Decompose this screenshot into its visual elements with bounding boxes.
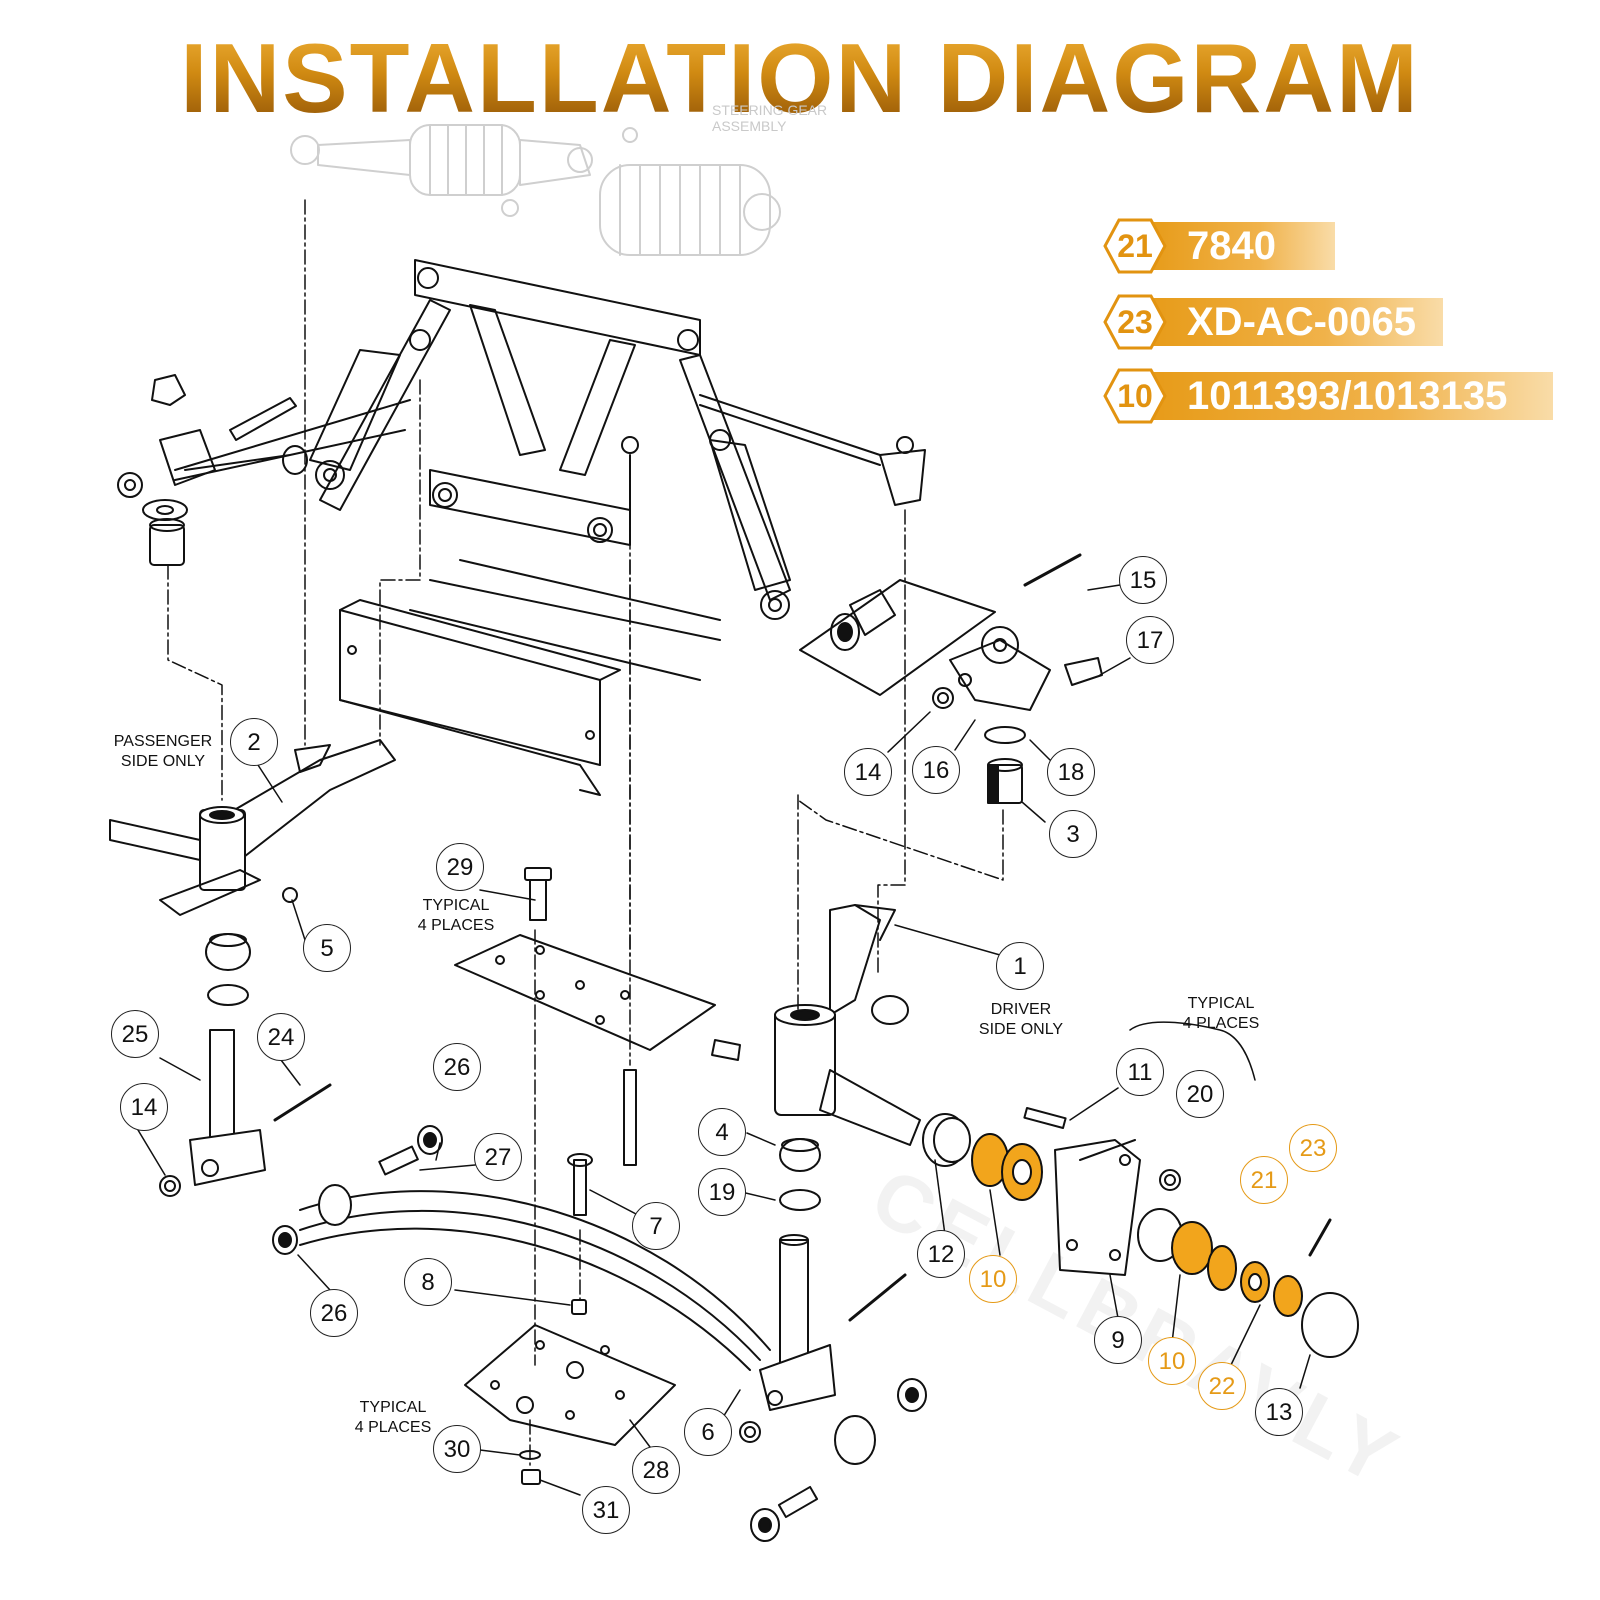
callout-23: 23: [1289, 1124, 1337, 1172]
hexagon-icon: [1103, 294, 1167, 350]
front-frame: [309, 259, 926, 796]
callout-3: 3: [1049, 810, 1097, 858]
left-lower-spindle: [159, 1029, 332, 1197]
callout-20: 20: [1176, 1070, 1224, 1118]
callout-26: 26: [310, 1289, 358, 1337]
callout-21: 21: [1240, 1156, 1288, 1204]
legend-code: 10: [1117, 378, 1153, 414]
highlighted-parts: [971, 1133, 1332, 1317]
callout-14: 14: [120, 1083, 168, 1131]
legend-part-number: XD-AC-0065: [1187, 300, 1416, 344]
typical-note: TYPICAL 4 PLACES: [354, 1399, 432, 1436]
page-title: INSTALLATION DIAGRAM: [0, 22, 1600, 135]
passenger-side-note: PASSENGER SIDE ONLY: [113, 733, 213, 770]
callout-25: 25: [111, 1010, 159, 1058]
callout-4: 4: [698, 1108, 746, 1156]
callout-13: 13: [1255, 1388, 1303, 1436]
driver-side-note: DRIVER SIDE ONLY: [978, 1001, 1064, 1038]
callout-16: 16: [912, 746, 960, 794]
callout-5: 5: [303, 924, 351, 972]
legend-item-21: 21 7840: [1103, 218, 1335, 274]
callout-1: 1: [996, 942, 1044, 990]
legend-part-number: 7840: [1187, 224, 1276, 268]
callout-26: 26: [433, 1043, 481, 1091]
centerlines: [167, 199, 1004, 1466]
right-bracket: [932, 553, 1103, 804]
bushing: [799, 579, 996, 696]
callout-10: 10: [1148, 1337, 1196, 1385]
hexagon-icon: [1103, 368, 1167, 424]
typical-note: TYPICAL 4 PLACES: [417, 897, 495, 934]
callout-24: 24: [257, 1013, 305, 1061]
callout-22: 22: [1198, 1362, 1246, 1410]
mounting-plate-lower: [464, 1153, 676, 1485]
lower-right-spindle: [739, 1234, 927, 1542]
callout-6: 6: [684, 1408, 732, 1456]
hexagon-icon: [1103, 218, 1167, 274]
legend-code: 21: [1117, 228, 1153, 264]
callout-30: 30: [433, 1425, 481, 1473]
driver-spindle: [711, 904, 921, 1211]
callout-31: 31: [582, 1486, 630, 1534]
legend-item-23: 23 XD-AC-0065: [1103, 294, 1443, 350]
steering-gear-assembly: [290, 124, 781, 256]
callout-19: 19: [698, 1168, 746, 1216]
callout-18: 18: [1047, 748, 1095, 796]
callout-11: 11: [1116, 1048, 1164, 1096]
callout-2: 2: [230, 718, 278, 766]
leaf-spring: [272, 1125, 771, 1371]
typical-brace: [1129, 1021, 1256, 1081]
callout-8: 8: [404, 1258, 452, 1306]
steering-gear-label: STEERING GEAR ASSEMBLY: [712, 102, 828, 134]
legend-code: 23: [1117, 304, 1153, 340]
upper-left-mount: [117, 374, 411, 566]
callout-15: 15: [1119, 556, 1167, 604]
legend-item-10: 10 1011393/1013135: [1103, 368, 1553, 424]
legend-part-number: 1011393/1013135: [1187, 374, 1508, 418]
leader-lines: [137, 584, 1311, 1496]
passenger-spindle: [109, 739, 396, 1006]
typical-note: TYPICAL 4 PLACES: [1182, 995, 1260, 1032]
callout-10: 10: [969, 1255, 1017, 1303]
callout-27: 27: [474, 1133, 522, 1181]
callout-17: 17: [1126, 616, 1174, 664]
callout-7: 7: [632, 1202, 680, 1250]
callout-28: 28: [632, 1446, 680, 1494]
callout-14: 14: [844, 748, 892, 796]
callout-12: 12: [917, 1230, 965, 1278]
callout-29: 29: [436, 843, 484, 891]
mounting-plate-upper: [454, 867, 716, 1166]
callout-9: 9: [1094, 1316, 1142, 1364]
